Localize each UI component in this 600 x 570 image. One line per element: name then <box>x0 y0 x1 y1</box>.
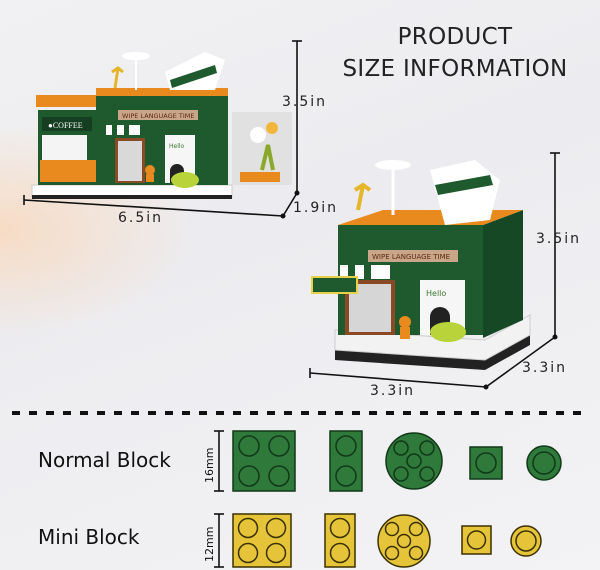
normal-block-label: Normal Block <box>38 448 171 472</box>
normal-1x2-brick <box>329 430 363 492</box>
wide-height-label: 3.5in <box>282 94 328 110</box>
wide-width-label: 6.5in <box>118 210 164 226</box>
wide-poster: Hello <box>169 143 185 150</box>
dimension-lines <box>23 40 560 388</box>
mini-block-shapes <box>232 513 542 568</box>
wide-banner: WIPE LANGUAGE TIME <box>122 112 194 120</box>
normal-round-plate <box>385 432 443 490</box>
compact-poster: Hello <box>426 289 446 298</box>
normal-block-shapes <box>232 430 562 492</box>
normal-1x1-brick <box>469 446 503 480</box>
mini-2x2-brick <box>232 513 292 568</box>
size-brackets <box>214 430 224 568</box>
normal-round-1x1 <box>526 445 562 481</box>
title-line-2: SIZE INFORMATION <box>342 56 568 82</box>
compact-banner: WIPE LANGUAGE TIME <box>372 253 450 261</box>
compact-width-label: 3.3in <box>370 383 416 399</box>
wide-building-model: ●COFFEE WIPE LANGUAGE TIME Hello <box>31 52 292 199</box>
normal-size-label: 16mm <box>203 447 216 483</box>
compact-depth-label: 3.3in <box>522 360 568 376</box>
normal-2x2-brick <box>232 430 296 492</box>
compact-building-model: WIPE LANGUAGE TIME Hello <box>311 160 531 370</box>
title-line-1: PRODUCT <box>397 24 513 50</box>
dimension-dots <box>280 190 558 390</box>
mini-1x1-brick <box>461 525 492 555</box>
mini-1x2-brick <box>324 513 356 568</box>
mini-round-plate <box>377 514 431 568</box>
mini-size-label: 12mm <box>203 526 216 562</box>
compact-height-label: 3.5in <box>536 231 582 247</box>
wide-depth-label: 1.9in <box>293 200 339 216</box>
mini-block-label: Mini Block <box>38 525 140 549</box>
coffee-sign: ●COFFEE <box>48 121 83 130</box>
